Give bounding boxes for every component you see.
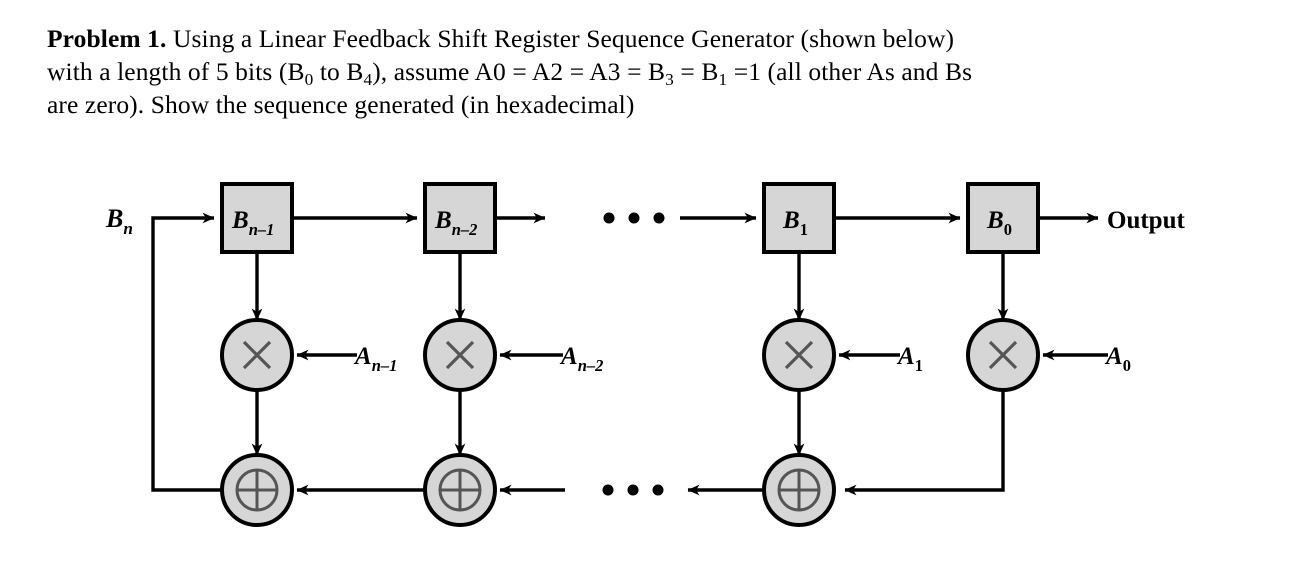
label-coef-a1: A1 <box>896 343 923 375</box>
problem-line-2-e: =1 (all other As and Bs <box>727 57 973 86</box>
multiply-icon <box>988 340 1018 370</box>
problem-statement: Problem 1. Using a Linear Feedback Shift… <box>47 22 1227 121</box>
ellipsis-top-icon <box>603 212 665 224</box>
register-b0[interactable] <box>966 182 1040 254</box>
problem-line-1-text: Using a Linear Feedback Shift Register S… <box>166 24 955 53</box>
problem-line-3: are zero). Show the sequence generated (… <box>47 90 635 119</box>
label-coef-an-2: An–2 <box>559 343 603 375</box>
multiply-glyphs <box>242 340 1018 370</box>
problem-line-2-a: with a length of 5 bits (B <box>47 57 305 86</box>
xor-icon <box>777 468 821 512</box>
lfsr-diagram-svg: Bn Bn–1 Bn–2 B1 B0 Output An–1 An–2 A1 A… <box>105 182 1185 527</box>
problem-sub-b4: 4 <box>363 69 373 89</box>
problem-line-2-b: to B <box>313 57 364 86</box>
label-coef-a0: A0 <box>1104 343 1131 375</box>
xor-icon <box>235 468 279 512</box>
problem-lead: Problem 1. <box>47 24 167 53</box>
label-output: Output <box>1107 207 1185 234</box>
problem-line-1: Problem 1. Using a Linear Feedback Shift… <box>47 22 1227 55</box>
problem-sub-b0: 0 <box>304 69 314 89</box>
register-boxes <box>220 182 1040 254</box>
problem-line-2-c: ), assume A0 = A2 = A3 = B <box>372 57 666 86</box>
problem-sub-b3: 3 <box>665 69 674 89</box>
problem-line-2: with a length of 5 bits (B0 to B4), assu… <box>47 55 1227 88</box>
multiply-icon <box>784 340 814 370</box>
label-coef-an-1: An–1 <box>353 343 397 375</box>
ellipsis-bottom-icon <box>602 484 664 496</box>
multiply-icon <box>242 340 272 370</box>
problem-line-2-d: = B <box>673 57 719 86</box>
ellipsis-dots <box>602 212 665 496</box>
lfsr-diagram: Bn Bn–1 Bn–2 B1 B0 Output An–1 An–2 A1 A… <box>0 150 1290 568</box>
wire-a0-to-xor-3 <box>844 390 1005 496</box>
label-bn-input: Bn <box>105 204 133 238</box>
problem-sub-b1: 1 <box>718 69 728 89</box>
xor-icon <box>438 468 482 512</box>
label-bn-input-sub: n <box>123 219 133 238</box>
multiply-icon <box>445 340 475 370</box>
multiplier-circles <box>220 318 1040 392</box>
register-bn-2[interactable] <box>423 182 497 254</box>
register-bn-1[interactable] <box>220 182 294 254</box>
wire-feedback-loop <box>151 216 222 492</box>
wire-group <box>151 212 1108 496</box>
xor-glyphs <box>235 468 821 512</box>
xor-adders <box>220 453 836 527</box>
register-b1[interactable] <box>762 182 836 254</box>
